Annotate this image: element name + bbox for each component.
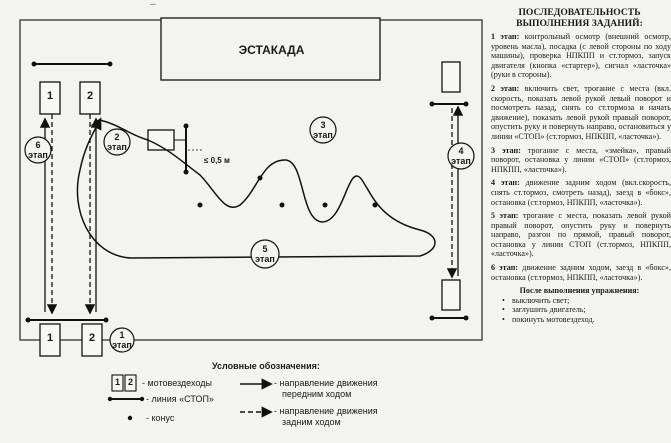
course-diagram: ... [19, 0, 483, 427]
legend-box2-num: 2 [127, 377, 133, 387]
instructions-title: ПОСЛЕДОВАТЕЛЬНОСТЬ ВЫПОЛНЕНИЯ ЗАДАНИЙ: [516, 7, 643, 29]
moto-box-right-bottom [441, 279, 461, 311]
stage-1-text: 1 этап: контрольный осмотр (внешний осмо… [491, 32, 671, 80]
after-item: выключить свет; [502, 296, 671, 306]
stage-circle-1 [109, 327, 135, 353]
after-exercise-list: выключить свет; заглушить двигатель; пок… [488, 296, 671, 325]
moto-box-1-top [39, 81, 61, 115]
moto-box-2-bottom [81, 323, 103, 357]
stage-circle-6 [24, 136, 52, 164]
legend-cone: - конус [146, 413, 175, 423]
legend-moto: - мотовездеходы [142, 378, 212, 388]
after-exercise-heading: После выполнения упражнения: [519, 286, 640, 296]
cropped-heading: ... [150, 0, 156, 7]
stage-5-text: 5 этап: трогание с места, показать левой… [491, 211, 671, 259]
stage-circle-3 [309, 116, 337, 144]
distance-label: ≤ 0,5 м [204, 156, 230, 165]
legend-stop: - линия «СТОП» [146, 394, 214, 404]
estakada-label: ЭСТАКАДА [238, 43, 305, 57]
after-item: заглушить двигатель; [502, 305, 671, 315]
legend-forward-l1: - направление движения [274, 378, 378, 388]
legend-title: Условные обозначения: [212, 361, 320, 371]
stage-3-text: 3 этап: трогание с места, «змейка», прав… [491, 145, 671, 174]
course-drawing [19, 17, 483, 421]
estakada-box [160, 17, 381, 81]
moto-box-1-bottom [39, 323, 61, 357]
stage-circle-2 [103, 128, 131, 156]
legend-box1-num: 1 [114, 377, 120, 387]
legend-forward-l2: передним ходом [282, 389, 352, 399]
moto-box-2-bottom-num: 2 [88, 332, 96, 344]
instructions-column: ПОСЛЕДОВАТЕЛЬНОСТЬ ВЫПОЛНЕНИЯ ЗАДАНИЙ: 1… [488, 0, 671, 443]
moto-box-1-top-num: 1 [46, 90, 54, 102]
stage-4-text: 4 этап: движение задним ходом (вкл.скоро… [491, 178, 671, 207]
stage-circle-4 [447, 142, 475, 170]
stage-6-text: 6 этап: движение задним ходом, заезд в «… [491, 263, 671, 282]
stage-2-text: 2 этап: включить свет, трогание с места … [491, 83, 671, 141]
moto-box-2-top-num: 2 [86, 90, 94, 102]
legend-reverse-l1: - направление движения [274, 406, 378, 416]
stage-circle-5 [250, 239, 280, 269]
after-item: покинуть мотовездеход. [502, 315, 671, 325]
forward-route [76, 117, 436, 259]
legend-reverse-l2: задним ходом [282, 417, 341, 427]
moto-box-1-bottom-num: 1 [46, 332, 54, 344]
moto-box-right-top [441, 61, 461, 93]
